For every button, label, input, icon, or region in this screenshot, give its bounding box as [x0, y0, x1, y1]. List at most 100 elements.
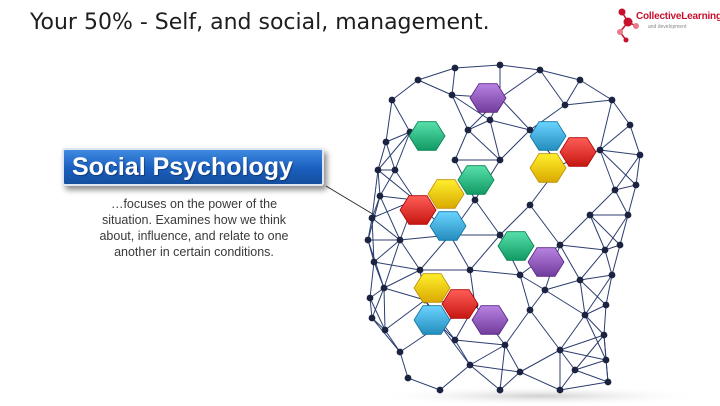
network-edge [619, 214, 629, 246]
hexagon-green [457, 165, 495, 195]
network-edge [469, 364, 501, 391]
network-node [396, 348, 404, 356]
network-edge [499, 97, 531, 131]
network-edge [559, 214, 591, 246]
network-edge [383, 287, 426, 301]
network-node [536, 66, 544, 74]
network-node [604, 378, 612, 386]
network-edge [489, 119, 501, 161]
network-edge [544, 289, 586, 316]
hexagon-red [441, 289, 479, 319]
network-node [616, 241, 624, 249]
network-edge [559, 381, 609, 391]
network-edge [371, 217, 401, 241]
network-edge [529, 104, 566, 131]
hexagon-yellow [413, 273, 451, 303]
network-edge [519, 349, 561, 373]
network-edge [584, 274, 613, 316]
network-edge [467, 129, 501, 161]
hexagon-purple [471, 305, 509, 335]
network-edge [439, 324, 471, 366]
network-node [576, 76, 584, 84]
network-edge [399, 239, 421, 271]
network-edge [417, 79, 453, 96]
hexagon-purple [527, 247, 565, 277]
hexagon-red [399, 195, 437, 225]
logo-subtext: and development [648, 24, 687, 30]
network-edge [559, 349, 607, 361]
network-node [611, 186, 619, 194]
network-edge [564, 79, 581, 106]
network-node [414, 76, 422, 84]
network-edge [579, 279, 607, 306]
network-node [526, 306, 534, 314]
network-node [601, 246, 609, 254]
network-node [596, 146, 604, 154]
hexagon-blue [429, 211, 467, 241]
network-edge [391, 99, 411, 133]
network-edge [454, 64, 501, 69]
network-edge [579, 79, 613, 101]
hexagon-green [497, 231, 535, 261]
network-edge [579, 279, 586, 316]
description-line-1: …focuses on the power of the [110, 197, 278, 211]
network-edge [451, 67, 456, 96]
network-edge [377, 131, 411, 171]
network-edge [611, 244, 621, 276]
network-edge [499, 69, 541, 99]
network-node [451, 64, 459, 72]
network-edge [499, 344, 506, 391]
network-edge [371, 317, 401, 353]
network-edge [499, 204, 531, 236]
network-edge [383, 287, 386, 331]
network-node [626, 121, 634, 129]
network-edge [467, 119, 491, 131]
network-node [576, 276, 584, 284]
network-edge [614, 154, 641, 191]
network-node [516, 368, 524, 376]
network-edge [385, 141, 396, 171]
network-edge [454, 339, 471, 366]
network-edges [367, 64, 641, 391]
network-node [632, 181, 640, 189]
network-edge [599, 149, 641, 156]
network-edge [529, 309, 561, 351]
network-node [471, 196, 479, 204]
network-edge [371, 287, 385, 319]
network-edge [604, 214, 629, 251]
hexagon-green [408, 121, 446, 151]
network-edge [454, 339, 506, 346]
network-edge [469, 234, 501, 271]
network-edge [383, 239, 401, 289]
network-node [496, 231, 504, 239]
hexagon-yellow [529, 153, 567, 183]
network-node [608, 96, 616, 104]
network-edge [579, 274, 613, 281]
callout-line [325, 185, 377, 217]
network-edge [584, 304, 607, 316]
network-edge [611, 99, 631, 126]
network-node [370, 258, 378, 266]
network-edge [519, 274, 546, 291]
network-node [581, 311, 589, 319]
network-node [388, 96, 396, 104]
network-node [556, 241, 564, 249]
network-edge [539, 69, 581, 81]
network-edge [451, 94, 469, 131]
network-edge [419, 234, 451, 271]
hexagon-blue [529, 121, 567, 151]
network-edge [599, 149, 616, 191]
network-node [586, 211, 594, 219]
network-node [451, 336, 459, 344]
network-node [466, 361, 474, 369]
network-edge [629, 124, 641, 156]
network-node [541, 286, 549, 294]
network-edge [451, 94, 491, 121]
network-node [526, 201, 534, 209]
network-edge [605, 274, 613, 306]
network-node [381, 326, 389, 334]
network-edge [385, 131, 411, 143]
network-edge [391, 79, 419, 101]
network-edge [384, 299, 426, 331]
